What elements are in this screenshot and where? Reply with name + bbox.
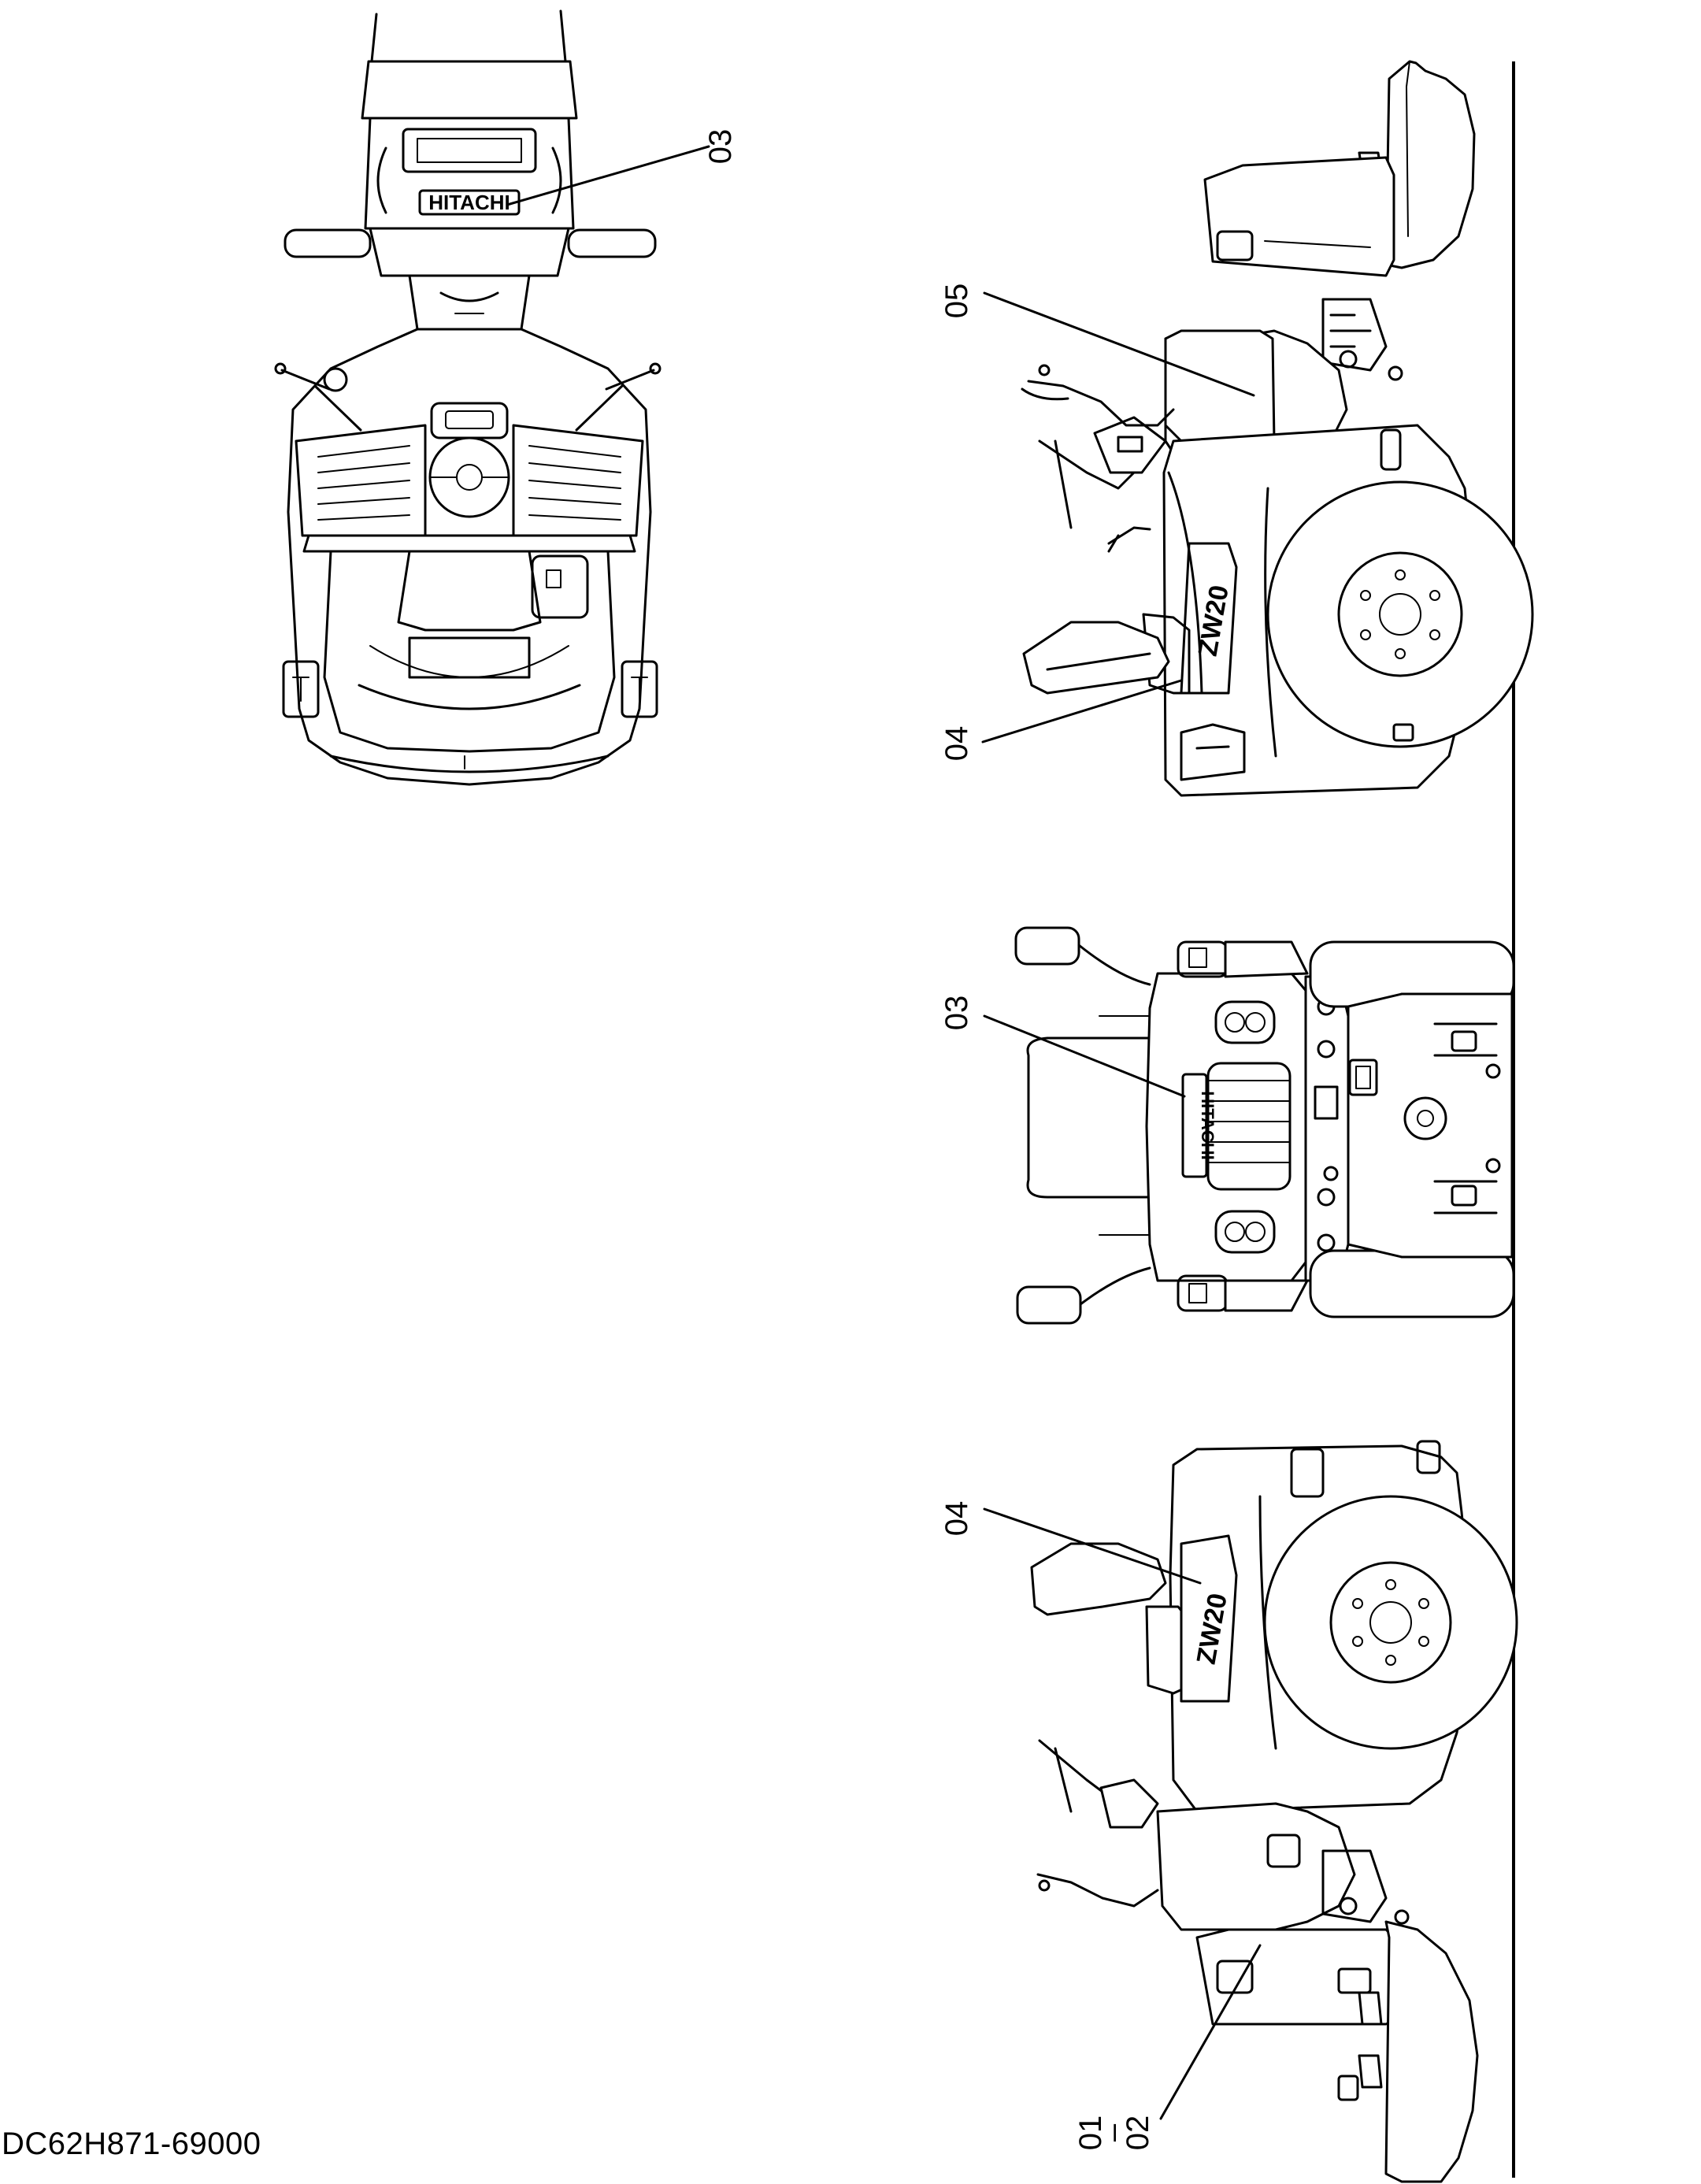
side-view-upper: ZW20 <box>1021 60 1534 797</box>
leader-line-05 <box>983 291 1255 397</box>
rear-wheel-lower <box>1263 1495 1518 1750</box>
side-view-lower: ZW20 <box>1030 1440 1518 2183</box>
brand-decal-front <box>1181 1073 1208 1178</box>
wheel-front-right <box>1309 1249 1515 1318</box>
callout-label-01: 01 <box>1073 2115 1108 2151</box>
brand-decal-top-text: HITACHI <box>428 191 510 214</box>
leader-line-04-upper <box>981 679 1183 743</box>
leader-line-top-view <box>506 145 710 206</box>
leader-line-01-02 <box>1159 1944 1262 2120</box>
callout-label-side-upper-05: 05 <box>939 284 974 319</box>
callout-label-02: 02 <box>1121 2115 1155 2151</box>
document-code: DC62H871-69000 <box>2 2127 261 2161</box>
rear-wheel <box>1266 480 1534 748</box>
leader-line-04-lower <box>983 1507 1202 1585</box>
callout-label-side-lower-04: 04 <box>939 1501 974 1537</box>
callout-label-side-upper-04: 04 <box>939 726 974 762</box>
front-view: HITACHI <box>1014 926 1515 1325</box>
brand-decal-front-text: HITACHI <box>1198 1091 1217 1160</box>
callout-label-front-view: 03 <box>939 996 974 1031</box>
top-view: HITACHI <box>274 9 662 786</box>
callout-label-dash: – <box>1095 2123 1130 2141</box>
leader-line-front-view <box>983 1014 1186 1098</box>
